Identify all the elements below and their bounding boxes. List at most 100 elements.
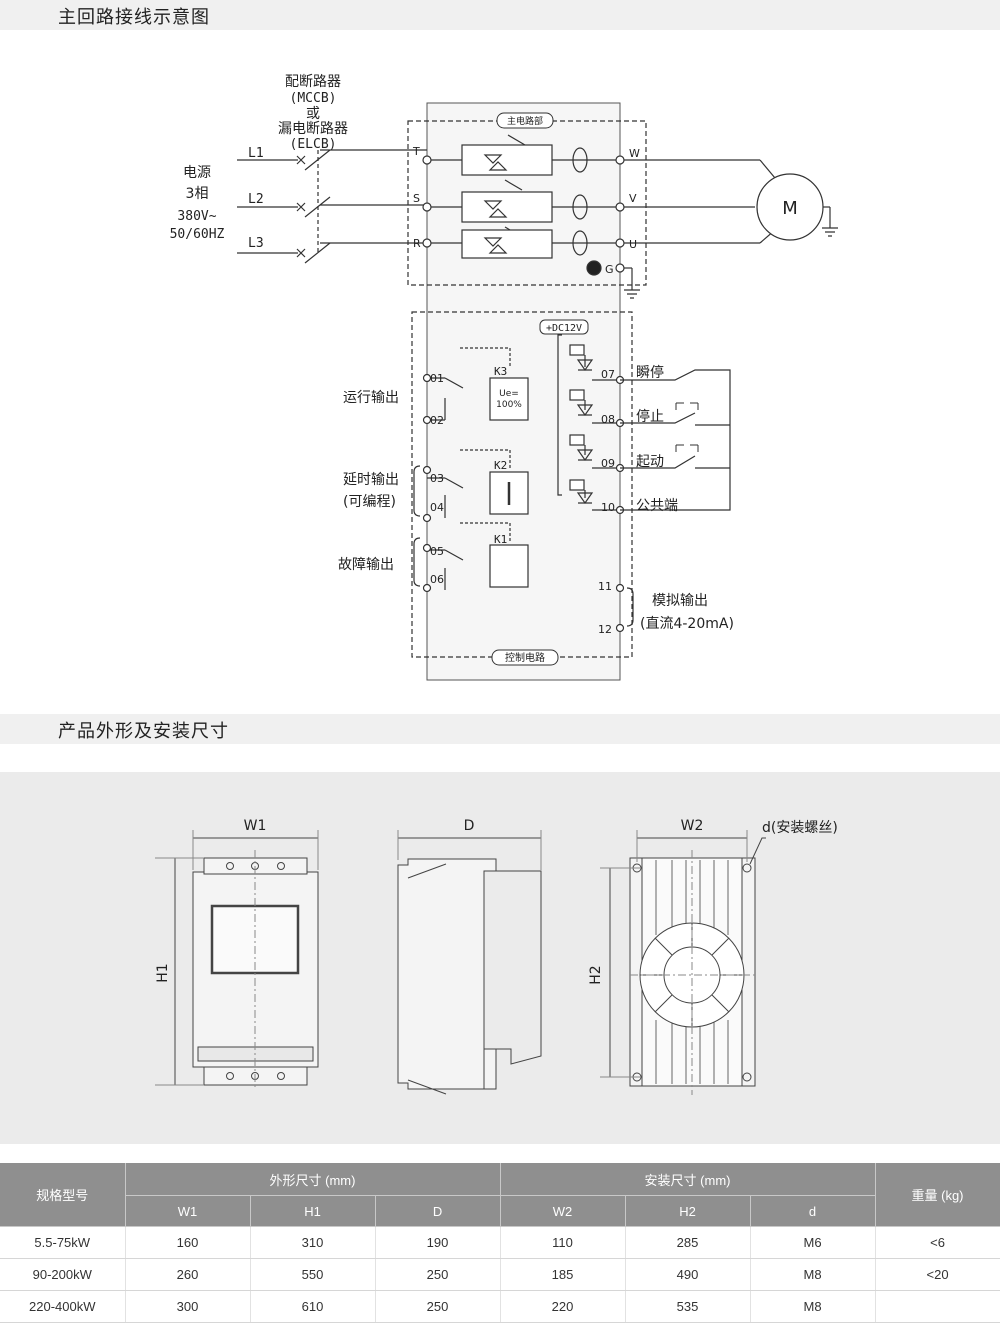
dim-w1-label: W1 <box>244 818 267 834</box>
output-label-u: U <box>629 238 637 251</box>
subheader-screw: d <box>750 1195 876 1227</box>
dim-d-label: D <box>464 818 475 834</box>
dim-w2-label: W2 <box>681 818 704 834</box>
stop-label: 停止 <box>636 408 664 425</box>
cell-h1: 550 <box>250 1258 376 1291</box>
terminal-02: 02 <box>430 414 444 427</box>
cell-h2: 535 <box>625 1290 751 1323</box>
brace-fault-output <box>413 537 421 587</box>
breaker-label-3: 或 <box>306 106 320 122</box>
main-circuit-tag: 主电路部 <box>496 112 554 129</box>
dc12v-label: +DC12V <box>546 323 582 334</box>
input-08 <box>569 389 620 424</box>
cell-h1: 310 <box>250 1226 376 1259</box>
control-circuit-label: 控制电路 <box>505 651 545 664</box>
run-output-label: 运行输出 <box>343 390 399 406</box>
cell-model: 220-400kW <box>0 1290 126 1323</box>
cell-screw: M6 <box>750 1226 876 1259</box>
phase-line-l2 <box>237 196 427 218</box>
cell-w2: 110 <box>500 1226 626 1259</box>
terminal-04: 04 <box>430 501 444 514</box>
ground-label: G <box>605 263 614 276</box>
front-view-drawing <box>155 830 319 1090</box>
subheader-d: D <box>375 1195 501 1227</box>
cell-h1: 610 <box>250 1290 376 1323</box>
common-label: 公共端 <box>636 498 678 514</box>
subheader-h1: H1 <box>250 1195 376 1227</box>
dim-h1-label: H1 <box>155 963 171 982</box>
input-09 <box>569 434 620 469</box>
relay-k3 <box>427 347 529 421</box>
start-label: 起动 <box>636 454 664 470</box>
cell-h2: 490 <box>625 1258 751 1291</box>
section-title-dims: 产品外形及安装尺寸 <box>58 721 229 742</box>
starter-ground-icon <box>624 289 640 299</box>
output-label-v: V <box>629 192 637 205</box>
cell-w1: 260 <box>125 1258 251 1291</box>
terminal-01: 01 <box>430 372 444 385</box>
screw-label: d(安装螺丝) <box>762 820 838 836</box>
external-switch-wiring <box>620 369 731 511</box>
phase-line-l1 <box>237 149 427 171</box>
power-label-1: 电源 <box>183 165 211 181</box>
input-10 <box>569 479 620 511</box>
earth-symbol-icon <box>586 260 602 276</box>
dimension-drawings: W1 H1 D W2 H2 d(安装螺丝) <box>155 818 838 1095</box>
cell-w2: 220 <box>500 1290 626 1323</box>
header-model: 规格型号 <box>0 1163 126 1227</box>
header-weight: 重量 (kg) <box>875 1163 1000 1227</box>
cell-d: 190 <box>375 1226 501 1259</box>
table-row: 5.5-75kW 160 310 190 110 285 M6 <6 <box>0 1226 1000 1259</box>
cell-screw: M8 <box>750 1290 876 1323</box>
spec-table: 规格型号 外形尺寸 (mm) 安装尺寸 (mm) 重量 (kg) W1 H1 D… <box>0 1163 1000 1323</box>
cell-model: 90-200kW <box>0 1258 126 1291</box>
dim-h2-label: H2 <box>588 965 604 984</box>
instant-stop-label: 瞬停 <box>636 364 664 381</box>
cell-w1: 160 <box>125 1226 251 1259</box>
cell-screw: M8 <box>750 1258 876 1291</box>
dc12v-tag: +DC12V <box>539 319 589 335</box>
cell-h2: 285 <box>625 1226 751 1259</box>
power-label-3: 380V~ <box>177 209 216 224</box>
k3-note-1: Ue= <box>499 389 519 399</box>
fault-output-label: 故障输出 <box>338 557 394 573</box>
main-circuit-label: 主电路部 <box>507 115 543 127</box>
terminal-05: 05 <box>430 545 444 558</box>
cell-d: 250 <box>375 1258 501 1291</box>
brace-delay-output <box>413 465 421 517</box>
main-circuit-wiring-diagram: 配断路器 (MCCB) 或 漏电断路器 (ELCB) 电源 3相 380V~ 5… <box>170 74 838 681</box>
input-label-t: T <box>412 145 420 158</box>
subheader-w2: W2 <box>500 1195 626 1227</box>
line-label-l1: L1 <box>248 146 264 161</box>
section-header-dims: 产品外形及安装尺寸 <box>0 714 1000 744</box>
relay-k1 <box>427 522 529 590</box>
table-row: 90-200kW 260 550 250 185 490 M8 <20 <box>0 1258 1000 1291</box>
terminal-03: 03 <box>430 472 444 485</box>
thyristor-module-3 <box>461 229 553 259</box>
phase-line-l3 <box>237 242 427 264</box>
dimension-drawing-panel <box>0 772 1000 1144</box>
motor-label: M <box>782 198 798 219</box>
terminal-08: 08 <box>601 413 615 426</box>
relay-k3-label: K3 <box>494 365 507 378</box>
back-view-drawing <box>600 830 766 1095</box>
thyristor-module-2 <box>461 191 553 238</box>
control-circuit-tag: 控制电路 <box>491 649 559 666</box>
terminal-11: 11 <box>598 580 612 593</box>
terminal-10: 10 <box>601 501 615 514</box>
delay-output-label-2: (可编程) <box>343 494 396 510</box>
cell-d: 250 <box>375 1290 501 1323</box>
side-view-drawing <box>397 830 542 1095</box>
motor-ground-icon <box>822 227 838 237</box>
table-row: 220-400kW 300 610 250 220 535 M8 <box>0 1290 1000 1323</box>
analog-output-label-2: (直流4-20mA) <box>640 615 734 632</box>
input-label-s: S <box>413 192 420 205</box>
header-outer-size: 外形尺寸 (mm) <box>125 1163 501 1196</box>
section-header-wiring: 主回路接线示意图 <box>0 0 1000 30</box>
power-label-4: 50/60HZ <box>170 227 225 242</box>
terminal-07: 07 <box>601 368 615 381</box>
breaker-label-5: (ELCB) <box>290 137 337 152</box>
power-label-2: 3相 <box>186 186 209 202</box>
header-install-size: 安装尺寸 (mm) <box>500 1163 876 1196</box>
output-label-w: W <box>629 147 640 160</box>
